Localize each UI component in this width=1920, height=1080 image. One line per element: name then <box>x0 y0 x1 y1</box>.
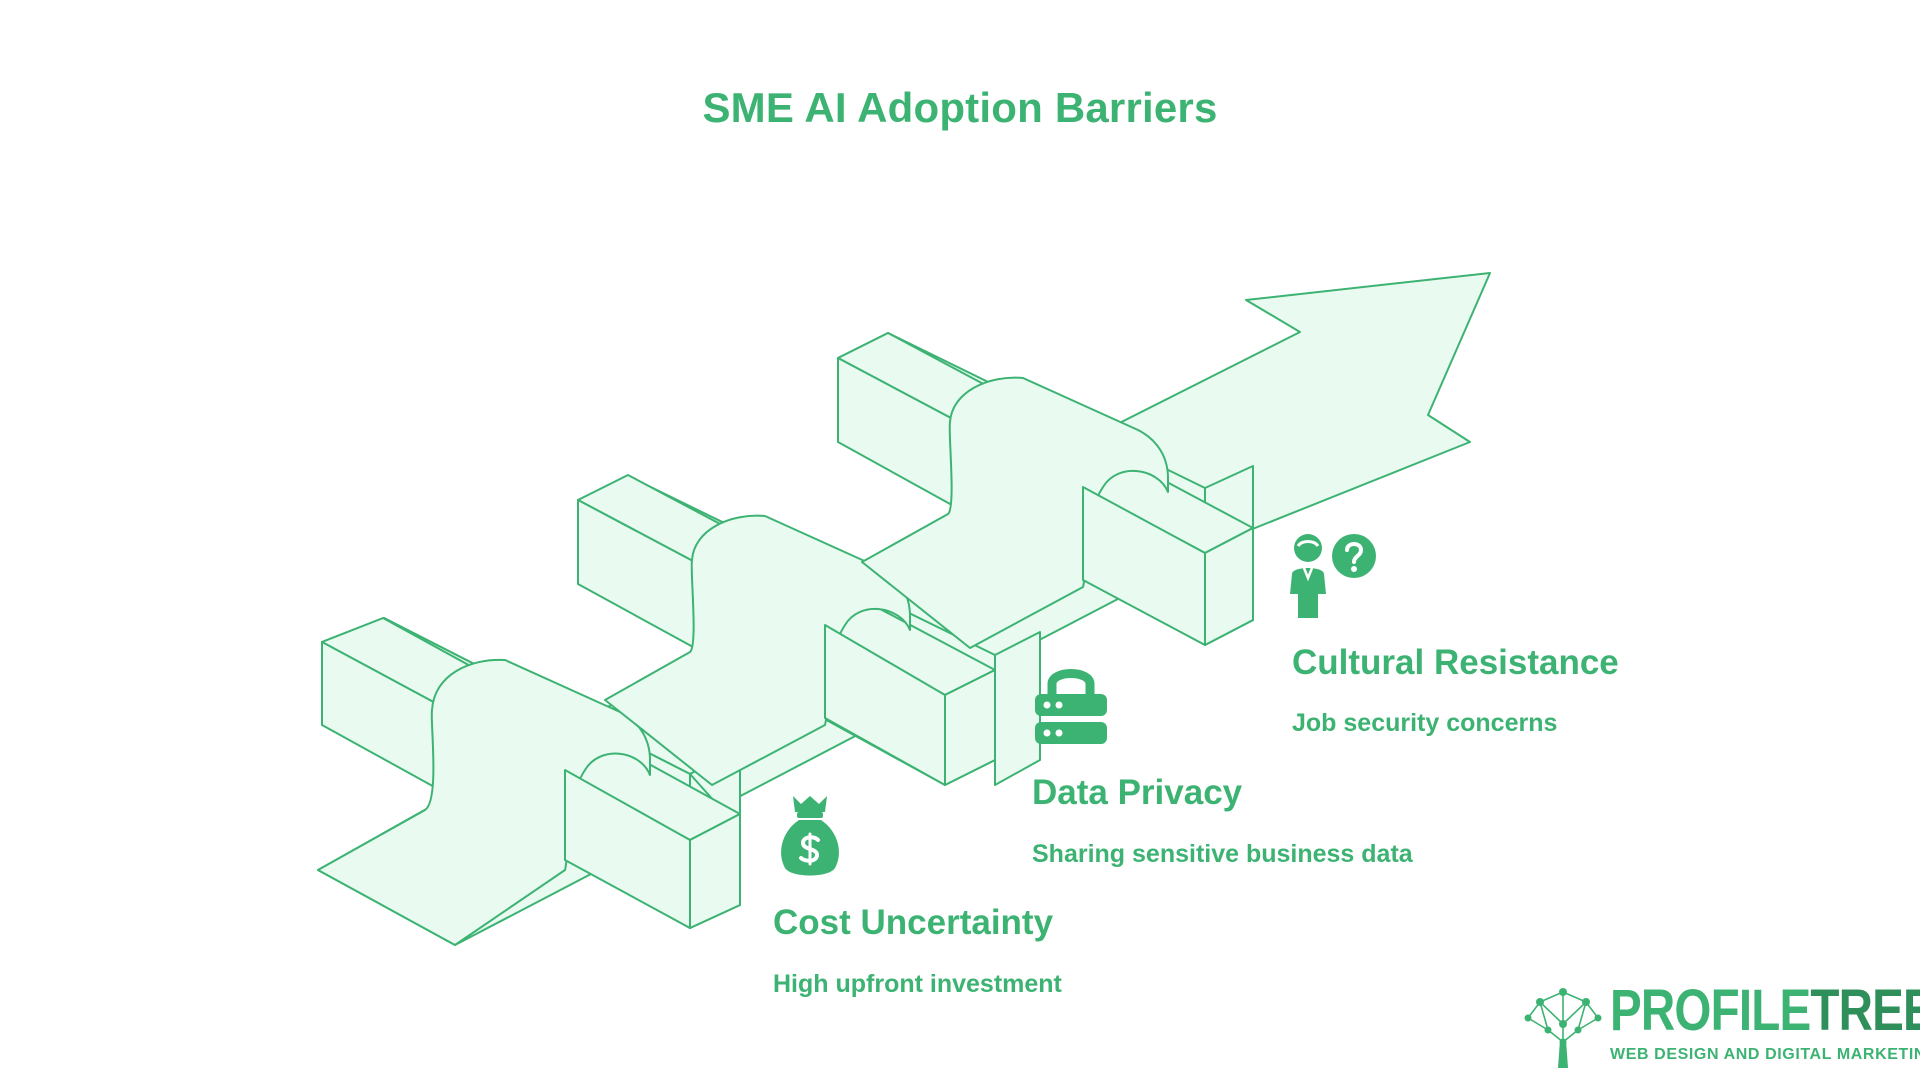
barrier-1-subtitle: High upfront investment <box>773 970 1062 998</box>
barrier-3-title: Cultural Resistance <box>1292 643 1619 682</box>
tree-network-icon <box>1524 988 1602 1068</box>
page-title: SME AI Adoption Barriers <box>702 84 1218 131</box>
barrier-end-1 <box>689 813 741 929</box>
logo-wordmark: PROFILETREE <box>1610 978 1920 1043</box>
lock-server-icon <box>1035 669 1107 744</box>
barrier-2-subtitle: Sharing sensitive business data <box>1032 840 1413 868</box>
barrier-3-subtitle: Job security concerns <box>1292 709 1558 737</box>
barrier-2-title: Data Privacy <box>1032 773 1243 812</box>
barrier-end-2 <box>944 669 996 786</box>
logo-tagline: WEB DESIGN AND DIGITAL MARKETING <box>1610 1046 1920 1063</box>
person-question-icon <box>1290 534 1376 618</box>
barrier-1-title: Cost Uncertainty <box>773 903 1054 942</box>
profiletree-logo[interactable]: PROFILETREE WEB DESIGN AND DIGITAL MARKE… <box>1520 980 1920 1070</box>
barrier-end-3 <box>1204 527 1254 646</box>
money-bag-icon <box>781 796 839 876</box>
